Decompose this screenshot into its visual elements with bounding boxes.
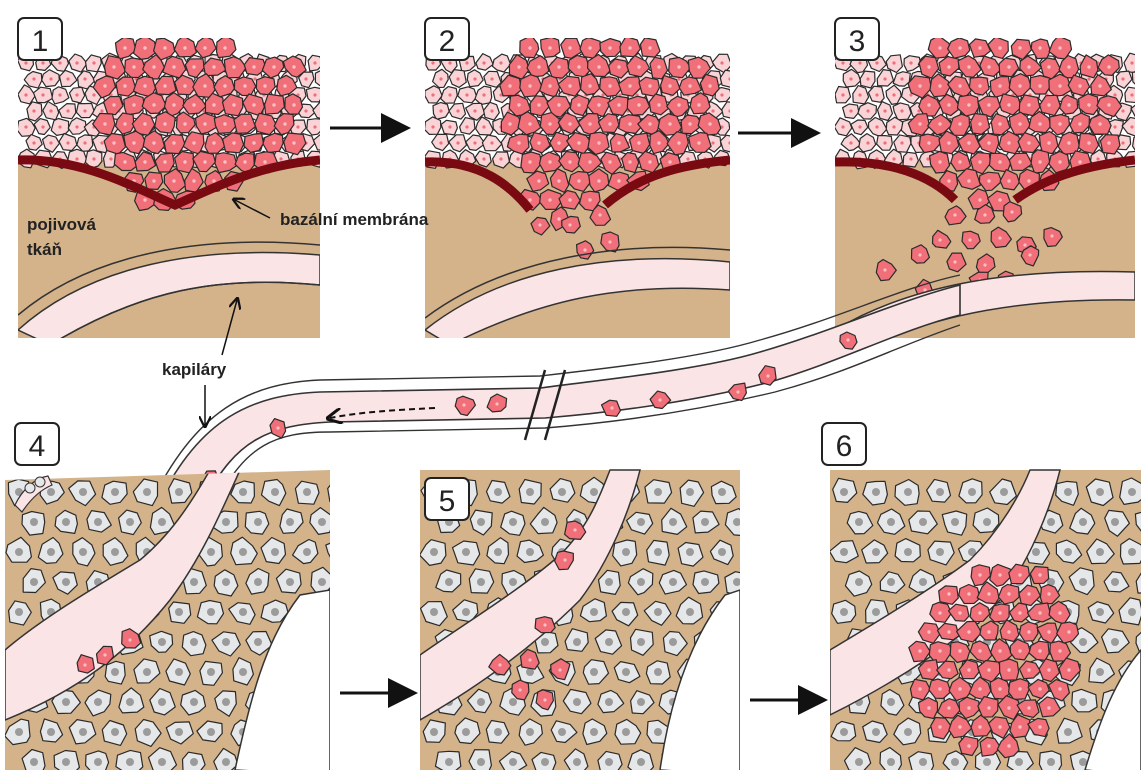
panel-1 [17,36,332,345]
step-6-box: 6 [822,423,866,465]
step-6-number: 6 [836,430,853,463]
capillaries-label: kapiláry [162,360,227,379]
step-4-box: 4 [15,423,59,465]
step-2-number: 2 [439,25,456,58]
step-1-box: 1 [18,18,62,60]
step-1-number: 1 [32,25,49,58]
step-3-box: 3 [835,18,879,60]
basement-membrane-label: bazální membrána [280,210,429,229]
connective-tissue-label-line2: tkáň [27,240,62,259]
panel-3 [834,36,1141,345]
panel-4 [5,470,352,776]
connective-tissue-label-line1: pojivová [27,215,97,234]
panel-2 [425,36,741,346]
step-3-number: 3 [849,25,866,58]
step-4-number: 4 [29,430,46,463]
step-5-number: 5 [439,485,456,518]
step-5-box: 5 [425,478,469,520]
step-2-box: 2 [425,18,469,60]
panel-6 [830,470,1141,775]
